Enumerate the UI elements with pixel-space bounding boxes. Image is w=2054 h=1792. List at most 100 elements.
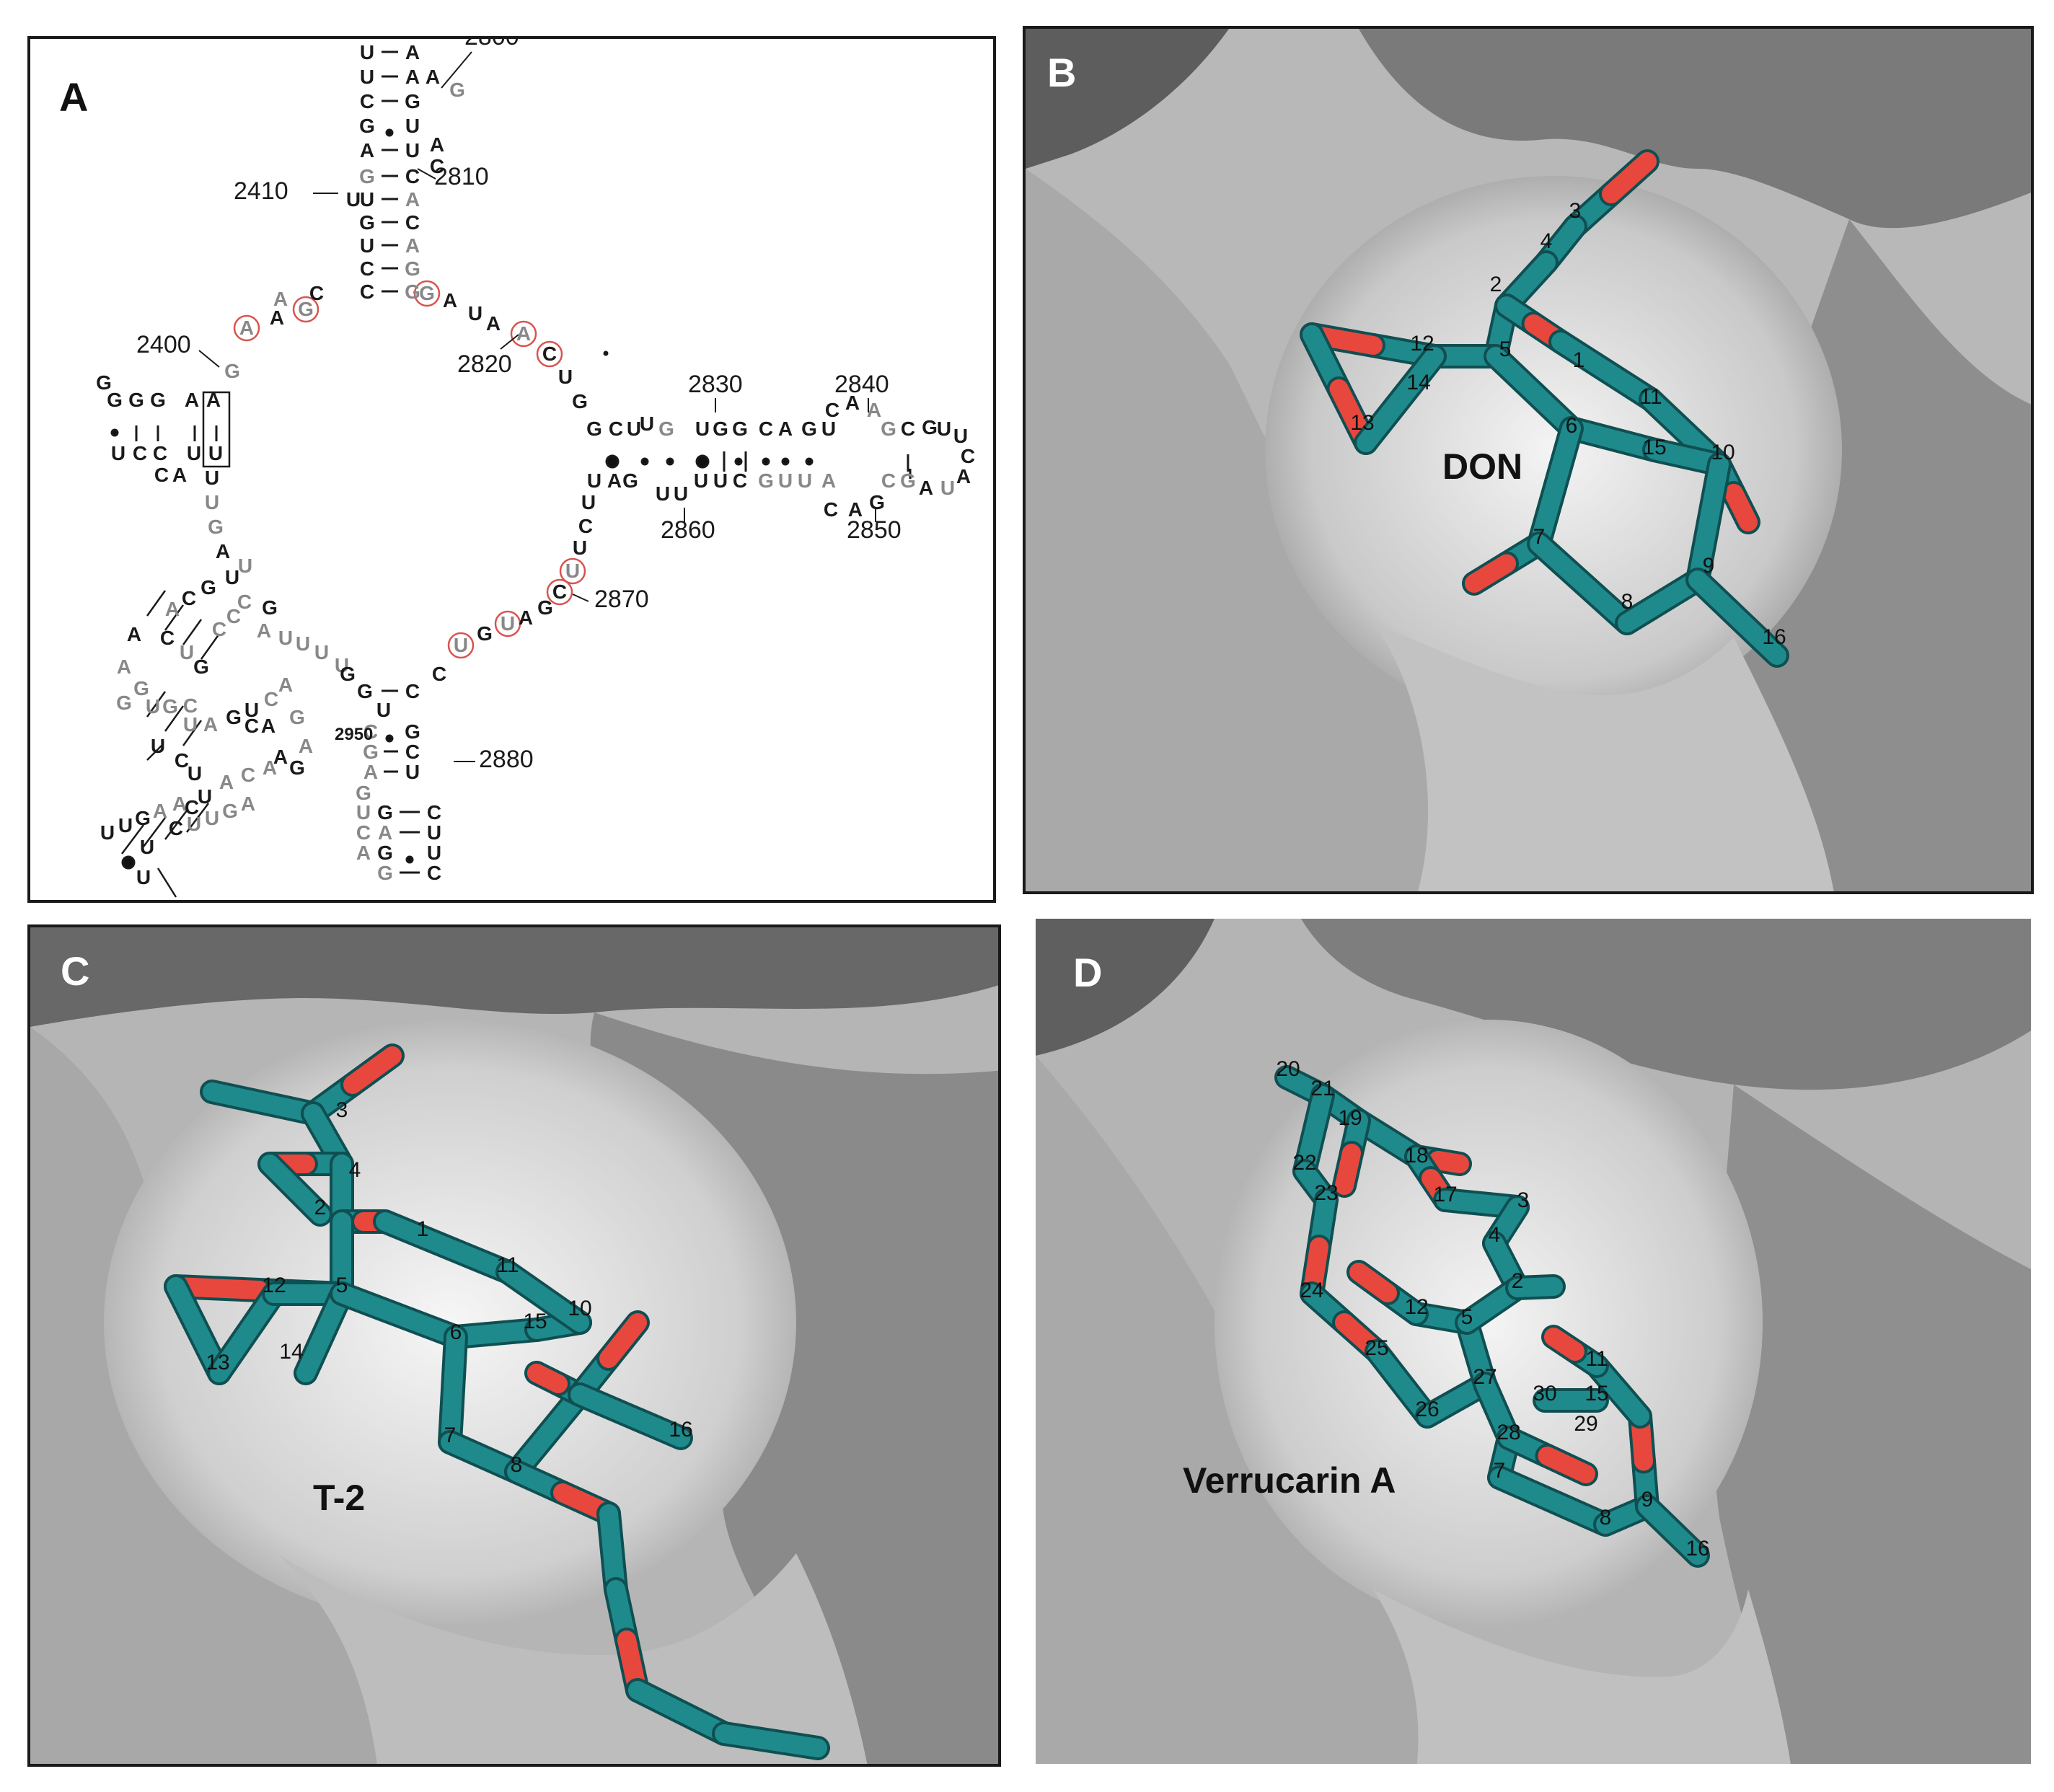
bond bbox=[1562, 419, 1664, 459]
atom-number: 15 bbox=[1584, 1382, 1608, 1405]
base-pair-dot bbox=[734, 457, 743, 466]
nucleotide: U bbox=[713, 469, 728, 492]
surface-dark-top bbox=[1301, 919, 2031, 1090]
nucleotide: A bbox=[185, 389, 199, 411]
position-label: 2860 bbox=[661, 516, 715, 544]
nucleotide: C bbox=[153, 442, 167, 464]
nucleotide: U bbox=[140, 836, 154, 858]
bond bbox=[1544, 1328, 1584, 1361]
base-pair-dot bbox=[385, 734, 394, 743]
nucleotide: G bbox=[449, 79, 465, 101]
surface-dark-left bbox=[1026, 29, 1229, 169]
nucleotide: G bbox=[419, 282, 435, 304]
nucleotide: A bbox=[778, 418, 793, 440]
surface-bottom bbox=[277, 1553, 868, 1764]
base-pair-dot bbox=[762, 457, 770, 466]
bond bbox=[296, 1284, 351, 1382]
nucleotide: G bbox=[572, 390, 588, 412]
atom-number: 2 bbox=[1490, 273, 1502, 296]
nucleotide: U bbox=[278, 627, 293, 649]
nucleotide: U bbox=[205, 491, 219, 513]
nucleotide: A bbox=[273, 746, 288, 768]
nucleotide: G bbox=[477, 622, 493, 645]
atom-number: 7 bbox=[444, 1424, 457, 1447]
bond bbox=[260, 1155, 330, 1224]
nucleotide: U bbox=[360, 188, 374, 211]
nucleotide: C bbox=[154, 464, 169, 486]
position-tick bbox=[417, 168, 436, 180]
nucleotide: U bbox=[427, 821, 441, 844]
atom-number: 30 bbox=[1533, 1382, 1556, 1405]
base-pair-line bbox=[157, 868, 177, 898]
bond bbox=[1538, 1447, 1595, 1483]
nucleotide: C bbox=[430, 155, 444, 177]
nucleotide: G bbox=[377, 801, 393, 824]
position-tick bbox=[572, 593, 589, 602]
position-tick bbox=[441, 51, 472, 89]
nucleotide: G bbox=[224, 360, 240, 382]
bond bbox=[1490, 1468, 1615, 1534]
nucleotide: G bbox=[658, 418, 674, 440]
nucleotide: A bbox=[239, 317, 254, 339]
atom-number: 8 bbox=[1600, 1506, 1612, 1530]
modified-nucleotide-circle bbox=[510, 320, 537, 348]
boxed-pair bbox=[202, 391, 231, 468]
nucleotide: U bbox=[205, 807, 219, 829]
panel-letter: D bbox=[1073, 950, 1103, 995]
nucleotide: C bbox=[244, 715, 259, 737]
atom-number: 13 bbox=[206, 1351, 229, 1374]
nucleotide: U bbox=[146, 695, 160, 718]
nucleotide: A bbox=[127, 623, 141, 645]
modified-nucleotide-circle bbox=[559, 557, 586, 585]
position-tick bbox=[500, 334, 519, 350]
atom-number: 11 bbox=[1639, 385, 1662, 409]
nucleotide: A bbox=[486, 312, 501, 335]
nucleotide: U bbox=[565, 560, 580, 582]
bond bbox=[1638, 1497, 1707, 1565]
nucleotide: A bbox=[363, 761, 378, 783]
nucleotide: U bbox=[238, 555, 252, 577]
nucleotide: C bbox=[360, 90, 374, 112]
nucleotide: G bbox=[96, 371, 112, 394]
nucleotide: C bbox=[356, 821, 371, 844]
base-pair-line bbox=[121, 824, 144, 855]
bond bbox=[1295, 1086, 1332, 1180]
nucleotide: A bbox=[378, 821, 392, 844]
nucleotide: C bbox=[578, 515, 593, 537]
nucleotide: U bbox=[296, 632, 310, 655]
nucleotide: U bbox=[187, 442, 201, 464]
nucleotide: U bbox=[656, 482, 670, 505]
nucleotide: G bbox=[116, 692, 132, 714]
base-pair-dot bbox=[385, 128, 394, 137]
nucleotide: C bbox=[175, 749, 189, 772]
nucleotide: G bbox=[758, 469, 774, 492]
atom-number: 14 bbox=[279, 1340, 303, 1364]
base-pair-line bbox=[146, 745, 162, 761]
nucleotide: C bbox=[825, 399, 839, 421]
nucleotide: G bbox=[289, 706, 305, 728]
bond bbox=[1429, 1151, 1469, 1173]
nucleotide: U bbox=[187, 813, 201, 835]
nucleotide: G bbox=[200, 576, 216, 599]
atom-number: 2 bbox=[314, 1196, 327, 1219]
atom-number: 14 bbox=[1406, 371, 1430, 394]
base-pair-line bbox=[164, 604, 185, 631]
atom-number: 16 bbox=[1762, 625, 1786, 649]
surface-dark-top bbox=[1359, 29, 2031, 229]
bond bbox=[441, 1328, 465, 1452]
panel-letter: A bbox=[59, 74, 89, 120]
nucleotide: U bbox=[225, 566, 239, 588]
nucleotide: G bbox=[713, 418, 728, 440]
nucleotide: A bbox=[172, 464, 187, 486]
nucleotide: C bbox=[183, 694, 198, 717]
modified-nucleotide-circle bbox=[413, 280, 441, 307]
modified-nucleotide-circle bbox=[233, 314, 260, 342]
modified-nucleotide-circle bbox=[536, 340, 563, 368]
atom-number: 11 bbox=[1585, 1347, 1608, 1371]
nucleotide: G bbox=[298, 298, 314, 320]
atom-number: 3 bbox=[1517, 1188, 1530, 1212]
nucleotide: G bbox=[357, 680, 373, 702]
atom-number: 3 bbox=[1569, 199, 1582, 223]
nucleotide: A bbox=[263, 756, 277, 779]
